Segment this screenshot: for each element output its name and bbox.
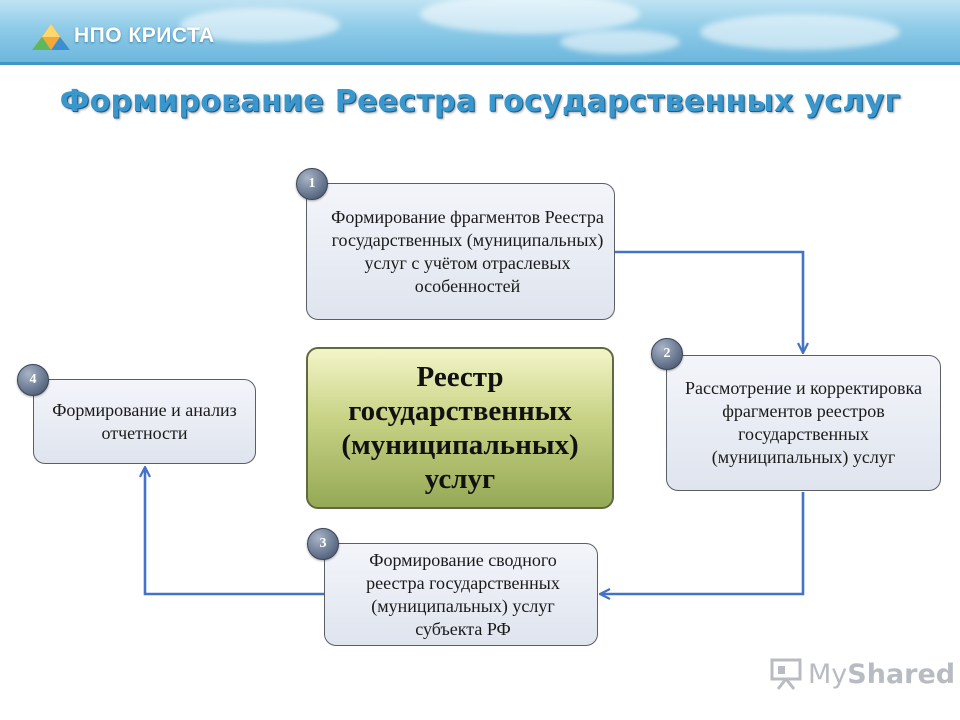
watermark-prefix: My bbox=[808, 658, 848, 690]
step-2-box: Рассмотрение и корректировка фрагментов … bbox=[666, 355, 941, 491]
header-banner bbox=[0, 0, 960, 62]
step-2-badge: 2 bbox=[651, 338, 683, 370]
step-1-box: Формирование фрагментов Реестра государс… bbox=[306, 183, 615, 320]
arrow-2-to-3 bbox=[601, 492, 805, 594]
step-2-text: Рассмотрение и корректировка фрагментов … bbox=[685, 378, 922, 467]
step-3-badge: 3 bbox=[307, 528, 339, 560]
page-title: Формирование Реестра государственных усл… bbox=[59, 84, 901, 119]
step-4-box: Формирование и анализ отчетности bbox=[33, 379, 256, 464]
step-3-text: Формирование сводного реестра государств… bbox=[366, 549, 560, 639]
watermark-suffix: Shared bbox=[847, 658, 956, 690]
step-4-text: Формирование и анализ отчетности bbox=[52, 399, 237, 443]
step-1-badge: 1 bbox=[296, 168, 328, 200]
arrow-1-to-2 bbox=[615, 250, 803, 352]
krista-logo-icon bbox=[32, 24, 70, 50]
step-4-badge: 4 bbox=[17, 364, 49, 396]
brand-name: НПО КРИСТА bbox=[74, 24, 215, 47]
step-3-box: Формирование сводного реестра государств… bbox=[324, 543, 598, 646]
step-1-text: Формирование фрагментов Реестра государс… bbox=[331, 206, 604, 296]
registry-center-box: Реестр государственных (муниципальных) у… bbox=[306, 347, 614, 509]
arrow-3-to-4 bbox=[145, 468, 324, 596]
header-divider bbox=[0, 62, 960, 65]
presentation-icon bbox=[770, 658, 802, 690]
registry-center-text: Реестр государственных (муниципальных) у… bbox=[341, 361, 579, 495]
